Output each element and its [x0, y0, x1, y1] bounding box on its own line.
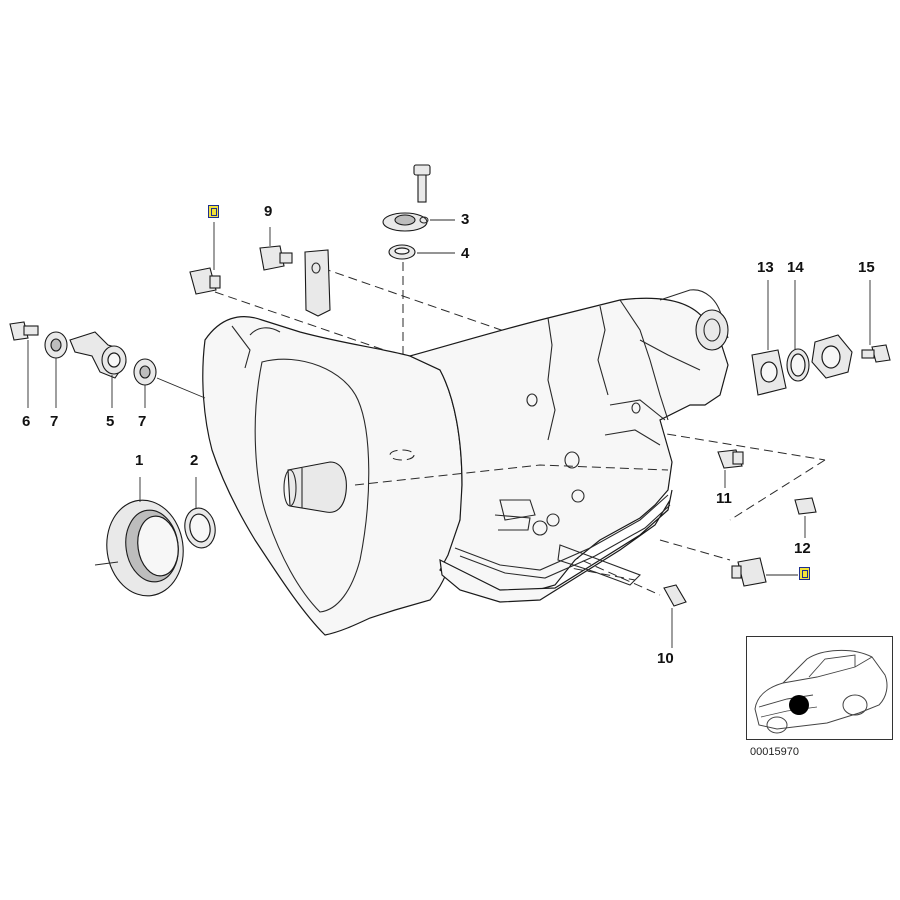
- o-ring-14[interactable]: [786, 348, 810, 382]
- vehicle-locator-inset[interactable]: [746, 636, 893, 740]
- callout-6[interactable]: 6: [22, 413, 31, 430]
- callout-14[interactable]: 14: [787, 259, 804, 276]
- screw-plug-9[interactable]: [259, 245, 293, 271]
- transmission-location-dot: [789, 695, 809, 715]
- callout-4[interactable]: 4: [461, 245, 470, 262]
- callout-10[interactable]: 10: [657, 650, 674, 667]
- sensor-bolt[interactable]: [413, 164, 431, 203]
- callout-12[interactable]: 12: [794, 540, 811, 557]
- car-location-icon: [754, 649, 888, 734]
- callout-9[interactable]: 9: [264, 203, 273, 220]
- sealing-ring[interactable]: [388, 244, 416, 260]
- oil-filler-plug[interactable]: [189, 267, 221, 295]
- leader-lines: [27, 219, 871, 648]
- flange-gasket[interactable]: [751, 349, 787, 396]
- sealing-ring-right[interactable]: [133, 358, 157, 386]
- transmission-housing[interactable]: [202, 289, 729, 636]
- plug-12[interactable]: [794, 497, 817, 515]
- screw-10[interactable]: [663, 584, 687, 607]
- hollow-bolt[interactable]: [9, 321, 39, 341]
- callout-1[interactable]: 1: [135, 452, 144, 469]
- o-ring[interactable]: [182, 506, 218, 551]
- callout-7-right[interactable]: 7: [138, 413, 147, 430]
- plug-11[interactable]: [717, 449, 744, 469]
- callout-3[interactable]: 3: [461, 211, 470, 228]
- radial-shaft-seal-large[interactable]: [94, 495, 189, 601]
- sensor-retaining-plate[interactable]: [382, 212, 429, 232]
- callout-15[interactable]: 15: [858, 259, 875, 276]
- mounting-bracket[interactable]: [304, 249, 331, 317]
- diagram-reference-number: 00015970: [750, 746, 799, 758]
- sealing-ring-left[interactable]: [44, 331, 68, 359]
- output-flange[interactable]: [811, 334, 853, 379]
- callout-5[interactable]: 5: [106, 413, 115, 430]
- info-marker-bottom[interactable]: [799, 567, 810, 580]
- oil-drain-plug[interactable]: [731, 557, 767, 587]
- callout-2[interactable]: 2: [190, 452, 199, 469]
- screw-15[interactable]: [861, 344, 891, 363]
- callout-13[interactable]: 13: [757, 259, 774, 276]
- oil-pipe-connector[interactable]: [69, 331, 127, 379]
- callout-11[interactable]: 11: [716, 490, 732, 507]
- callout-7-left[interactable]: 7: [50, 413, 59, 430]
- info-marker-top[interactable]: [208, 205, 219, 218]
